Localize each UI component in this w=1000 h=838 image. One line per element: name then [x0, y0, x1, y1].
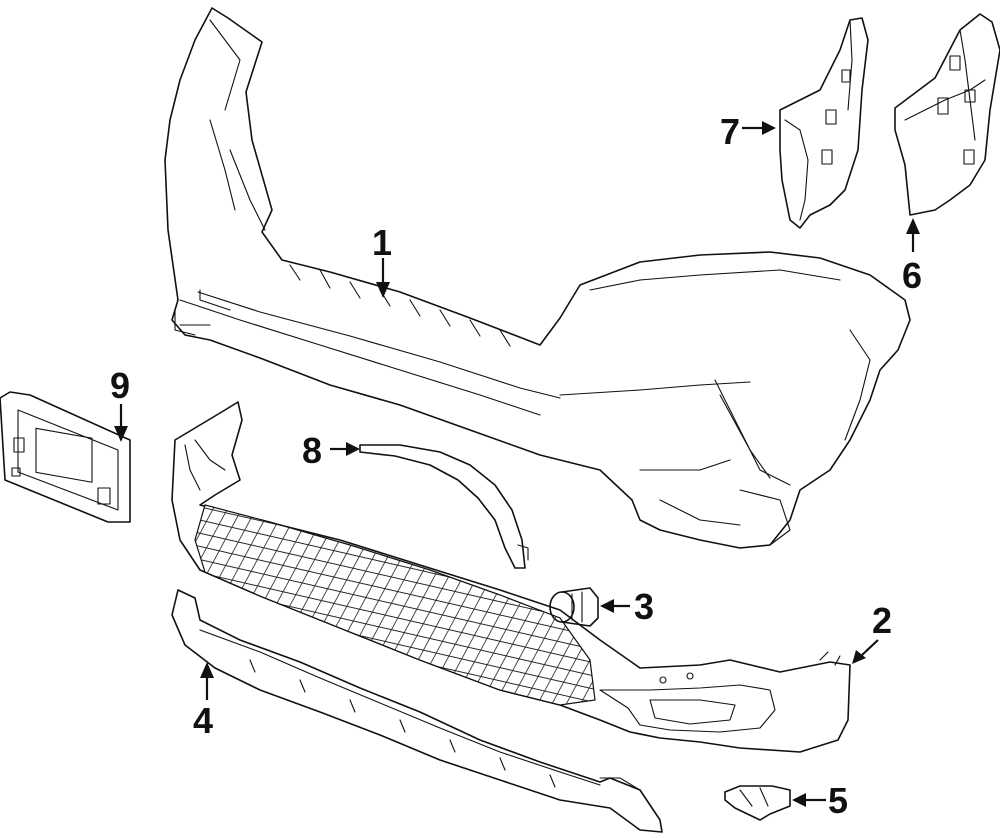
callout-4: 4	[193, 662, 214, 741]
callout-6: 6	[902, 218, 922, 296]
callout-label-5: 5	[828, 780, 848, 821]
parking-sensor-part[interactable]	[549, 587, 599, 627]
callout-7: 7	[720, 111, 776, 152]
callout-label-8: 8	[302, 430, 322, 471]
callout-label-7: 7	[720, 111, 740, 152]
callout-2: 2	[852, 600, 892, 664]
bumper-cover-part[interactable]	[164, 7, 911, 549]
trim-molding-part[interactable]	[359, 444, 529, 569]
callout-1: 1	[372, 222, 392, 298]
callout-label-3: 3	[634, 586, 654, 627]
callout-label-1: 1	[372, 222, 392, 263]
callout-9: 9	[110, 365, 130, 442]
side-bracket-right-part[interactable]	[894, 13, 1000, 216]
callout-label-4: 4	[193, 700, 213, 741]
lower-deflector-part[interactable]	[171, 589, 663, 833]
callout-label-2: 2	[872, 600, 892, 641]
callout-3: 3	[600, 586, 654, 627]
callout-label-6: 6	[902, 255, 922, 296]
callout-8: 8	[302, 430, 360, 471]
small-bracket-part[interactable]	[724, 785, 791, 821]
callout-5: 5	[792, 780, 848, 821]
license-plate-bracket-part[interactable]	[0, 391, 131, 523]
lower-grille-part[interactable]	[171, 401, 851, 753]
callout-label-9: 9	[110, 365, 130, 406]
side-bracket-left-part[interactable]	[779, 17, 869, 229]
